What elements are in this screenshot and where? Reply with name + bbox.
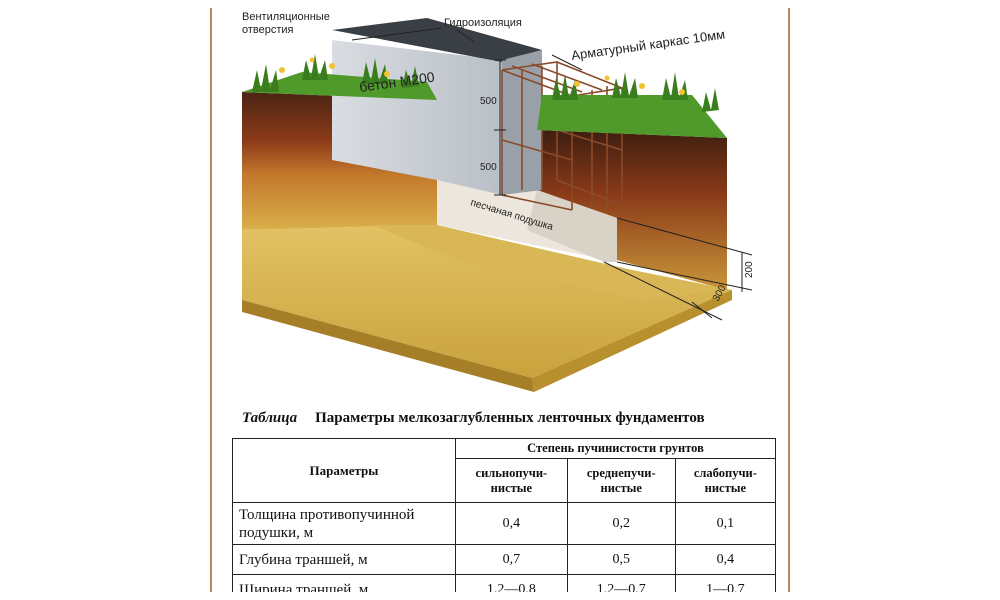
table-caption: Таблица Параметры мелкозаглубленных ленто…	[242, 410, 705, 427]
parameters-table: Параметры Степень пучинистости грунтов с…	[232, 438, 777, 600]
sand-base	[242, 225, 732, 378]
waterproofing-layer	[332, 18, 542, 62]
right-grass	[537, 95, 727, 138]
table-row: Толщина противопучинной подушки, м 0,4 0…	[232, 502, 777, 545]
label-dim-upper: 500	[480, 96, 497, 107]
row-name: Глубина траншей, м	[232, 544, 456, 575]
label-dim-lower: 500	[480, 162, 497, 173]
row-value: 0,7	[455, 544, 568, 575]
document-page: Вентиляционные отверстия Гидроизоляция А…	[210, 0, 790, 600]
dimension-lines	[351, 27, 753, 321]
header-param: Параметры	[232, 438, 456, 503]
label-waterproofing: Гидроизоляция	[444, 17, 522, 29]
header-group: Степень пучинистости грунтов	[455, 438, 776, 459]
row-value: 0,4	[455, 502, 568, 545]
row-name: Толщина противопучинной подушки, м	[232, 502, 456, 545]
row-value: 0,5	[566, 544, 676, 575]
label-rebar: Арматурный каркас 10мм	[570, 27, 726, 63]
left-margin	[0, 0, 210, 600]
header-col-3: слабопучи- нистые	[674, 458, 777, 503]
header-col-1: сильнопучи- нистые	[455, 458, 568, 503]
foundation-illustration: Вентиляционные отверстия Гидроизоляция А…	[242, 11, 755, 392]
label-vent-line2: отверстия	[242, 24, 294, 36]
label-vent-line1: Вентиляционные	[242, 11, 330, 23]
table-row: Глубина траншей, м 0,7 0,5 0,4	[232, 544, 777, 575]
right-margin	[790, 0, 1000, 600]
row-value: 0,1	[674, 502, 777, 545]
caption-title: Параметры мелкозаглубленных ленточных фу…	[315, 410, 705, 426]
label-dim-200: 200	[744, 261, 755, 278]
row-value: 0,4	[674, 544, 777, 575]
header-col-2: среднепучи- нистые	[566, 458, 676, 503]
left-grass	[242, 72, 437, 100]
row-value: 0,2	[566, 502, 676, 545]
page-bottom-edge	[212, 592, 788, 600]
caption-label: Таблица	[242, 410, 298, 426]
